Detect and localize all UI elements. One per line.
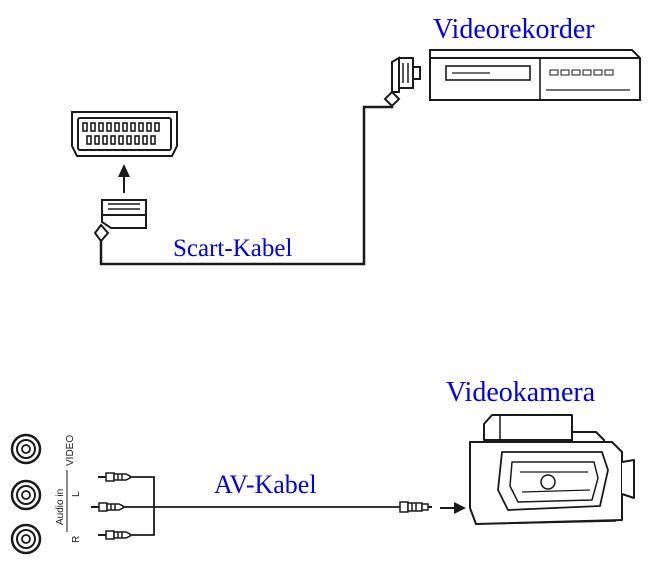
video-jack-label: VIDEO (65, 435, 76, 466)
scart-plug-icon (93, 199, 147, 243)
right-jack-label: R (71, 536, 82, 543)
audio-in-label: Audio in (55, 489, 66, 525)
left-jack-label: L (71, 491, 82, 497)
rca-jack-icon (10, 433, 42, 465)
rca-plug-icon (399, 501, 432, 513)
arrow-right-icon (440, 502, 466, 514)
av-cable (123, 476, 400, 536)
camcorder-label: Videokamera (446, 377, 596, 408)
rca-plug-icon (91, 502, 124, 512)
rca-plug-icon (98, 472, 131, 482)
av-cable-label: AV-Kabel (214, 470, 317, 499)
rca-jack-icon (10, 479, 42, 511)
scart-cable-label: Scart-Kabel (173, 235, 292, 262)
scart-plug-icon (383, 56, 421, 108)
vcr-icon (429, 49, 641, 101)
rca-jack-icon (10, 523, 42, 555)
vcr-label: Videorekorder (433, 14, 595, 45)
scart-socket-icon (71, 111, 178, 157)
rca-plug-icon (98, 530, 131, 540)
arrow-up-icon (118, 164, 130, 193)
camcorder-icon (469, 414, 635, 525)
